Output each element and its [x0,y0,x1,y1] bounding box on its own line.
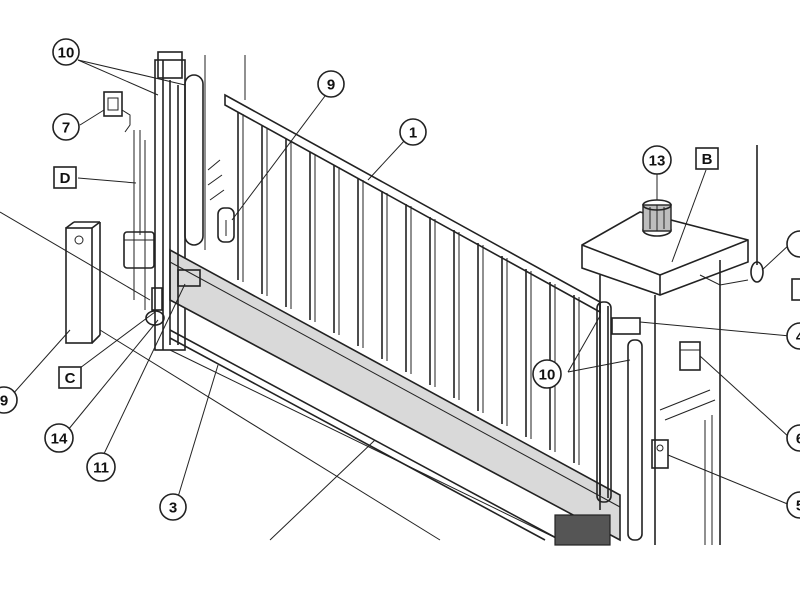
callout-5-label: 5 [796,498,800,515]
callout-9-left: 9 [0,386,18,414]
callout-14-label: 14 [51,431,68,448]
letter-box-c: C [58,366,82,389]
callout-7-label: 7 [62,120,70,137]
callout-4-label: 4 [796,329,800,346]
letter-box-b-label: B [702,151,713,168]
flashing-lamp [642,199,672,237]
letter-box-b: B [695,147,719,170]
callout-3-label: 3 [169,500,177,517]
ground-lines [0,211,561,541]
right-key-switch [651,439,669,469]
callout-11: 11 [86,452,116,482]
sliding-gate-leaf [169,80,621,546]
callout-13: 13 [642,145,672,175]
callout-6-label: 6 [796,431,800,448]
callout-partial-right-4: 4 [786,322,800,350]
leader-lines [11,59,791,541]
callout-14: 14 [44,423,74,453]
junction-box [123,231,155,269]
callout-10-left: 10 [52,38,80,66]
gate-stop [145,287,165,326]
callout-partial-right-6: 6 [786,424,800,452]
callout-9-left-label: 9 [0,393,8,410]
gate-bars [237,112,580,465]
callout-1-label: 1 [409,125,417,142]
callout-11-label: 11 [93,460,109,477]
callout-10-right: 10 [532,359,562,389]
callout-1: 1 [399,118,427,146]
control-box [679,341,701,371]
letter-box-d-label: D [60,170,71,187]
callout-9-top-label: 9 [327,77,335,94]
callout-13-label: 13 [649,153,666,170]
right-photocell-posts [596,301,643,541]
callout-10-right-label: 10 [539,367,556,384]
photocell-top [207,159,235,243]
photocell-column [65,221,101,344]
callout-7: 7 [52,113,80,141]
antenna [699,145,764,286]
key-switch [103,91,131,133]
left-gate-post [154,51,246,351]
callout-3: 3 [159,493,187,521]
callout-9-top: 9 [317,70,345,98]
right-pillar [581,211,749,545]
letter-box-d: D [53,166,77,189]
callout-partial-right-1 [786,230,800,258]
callout-10-left-label: 10 [58,45,75,62]
callout-partial-right-5: 5 [786,491,800,519]
letter-box-c-label: C [65,370,76,387]
wiring [133,130,146,310]
letter-box-partial-right [791,278,800,301]
